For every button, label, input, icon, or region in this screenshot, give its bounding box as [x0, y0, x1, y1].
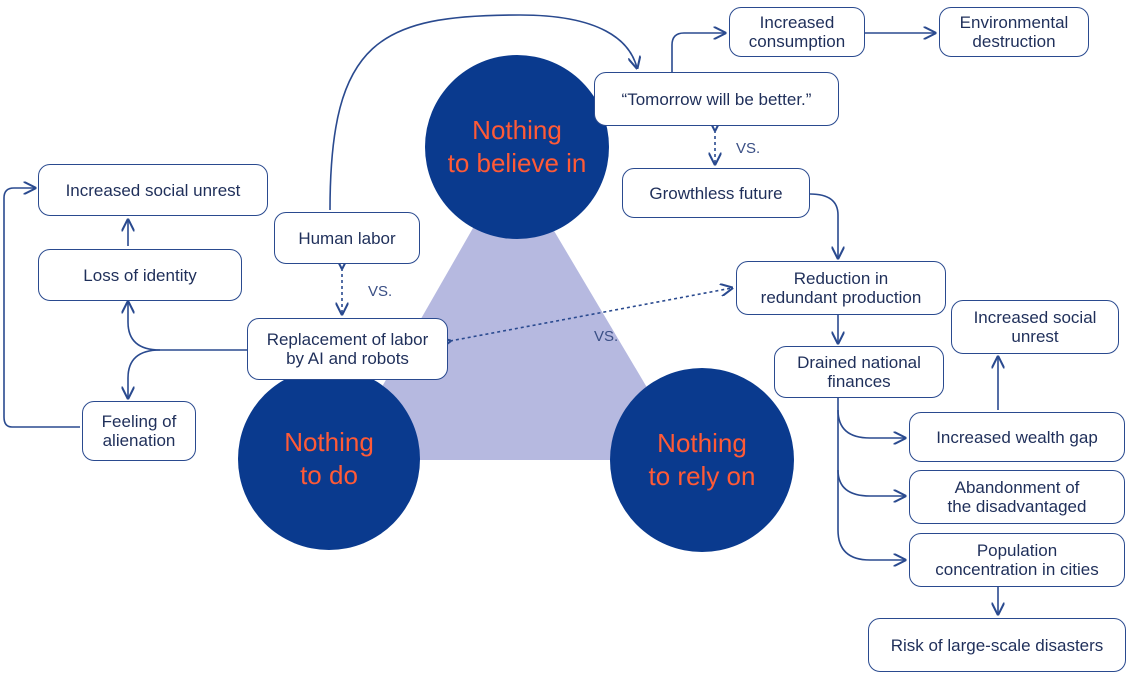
circle-label-believe: Nothing to believe in: [447, 115, 587, 178]
box-reduction-redundant-production: Reduction in redundant production: [736, 261, 946, 315]
circle-label-do: Nothing to do: [284, 427, 374, 490]
box-tomorrow-label: “Tomorrow will be better.”: [621, 89, 812, 109]
box-increased-consumption: Increased consumption: [729, 7, 865, 57]
box-tomorrow-will-be-better: “Tomorrow will be better.”: [594, 72, 839, 126]
box-environmental-destruction-label: Environmental destruction: [959, 13, 1069, 51]
connector-growthless-reduction: [809, 193, 838, 258]
box-wealth-gap-label: Increased wealth gap: [936, 427, 1098, 447]
box-loss-identity-label: Loss of identity: [83, 265, 197, 285]
box-drained-label: Drained national finances: [797, 353, 921, 391]
box-feeling-of-alienation: Feeling of alienation: [82, 401, 196, 461]
connector-replacement-alienation: [128, 349, 161, 398]
box-population-concentration: Population concentration in cities: [909, 533, 1125, 587]
connector-replacement-identity: [128, 302, 248, 351]
box-growthless-label: Growthless future: [649, 183, 783, 203]
circle-label-rely: Nothing to rely on: [648, 428, 756, 491]
connector-tomorrow-consumption: [671, 33, 725, 72]
box-increased-social-unrest-left: Increased social unrest: [38, 164, 268, 216]
connector-drained-population: [837, 470, 905, 560]
box-increased-social-unrest-right: Increased social unrest: [951, 300, 1119, 354]
box-replacement-label: Replacement of labor by AI and robots: [266, 330, 429, 368]
box-abandonment-label: Abandonment of the disadvantaged: [947, 478, 1087, 516]
box-risk-large-scale-disasters: Risk of large-scale disasters: [868, 618, 1126, 672]
vs-label-top: VS.: [736, 140, 761, 157]
vs-label-center: VS.: [594, 328, 619, 345]
box-disasters-label: Risk of large-scale disasters: [890, 635, 1104, 655]
box-growthless-future: Growthless future: [622, 168, 810, 218]
box-increased-consumption-label: Increased consumption: [748, 13, 846, 51]
box-unrest-right-label: Increased social unrest: [973, 308, 1097, 346]
vs-label-left: VS.: [368, 283, 393, 300]
box-reduction-label: Reduction in redundant production: [760, 269, 922, 307]
box-loss-of-identity: Loss of identity: [38, 249, 242, 301]
circle-nothing-to-rely-on: Nothing to rely on: [610, 368, 794, 552]
box-unrest-left-label: Increased social unrest: [65, 180, 241, 200]
connector-drained-abandonment: [837, 410, 905, 496]
box-increased-wealth-gap: Increased wealth gap: [909, 412, 1125, 462]
connector-alienation-unrest-loop: [3, 188, 80, 428]
box-environmental-destruction: Environmental destruction: [939, 7, 1089, 57]
circle-nothing-to-believe-in: Nothing to believe in: [425, 55, 609, 239]
connector-drained-wealthgap: [837, 398, 905, 438]
box-replacement-of-labor: Replacement of labor by AI and robots: [247, 318, 448, 380]
box-drained-national-finances: Drained national finances: [774, 346, 944, 398]
box-alienation-label: Feeling of alienation: [101, 412, 177, 450]
box-abandonment-disadvantaged: Abandonment of the disadvantaged: [909, 470, 1125, 524]
circle-nothing-to-do: Nothing to do: [238, 368, 420, 550]
box-human-labor-label: Human labor: [298, 228, 396, 248]
arc-human-labor-to-tomorrow: [329, 14, 637, 211]
box-population-label: Population concentration in cities: [935, 541, 1099, 579]
box-human-labor: Human labor: [274, 212, 420, 264]
